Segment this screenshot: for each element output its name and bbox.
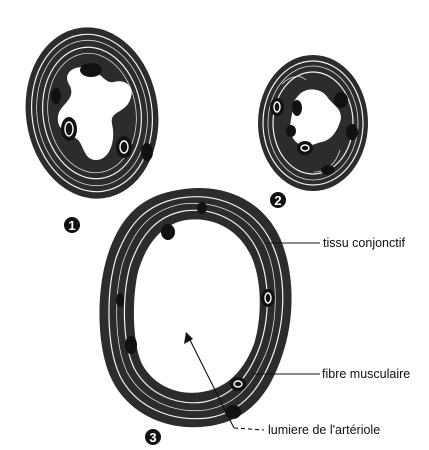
muscle-fiber-label: fibre musculaire [322, 367, 410, 381]
vessel-1-number: 1 [68, 218, 75, 233]
lumen-leader [234, 428, 264, 430]
vessel-2-nucleus [346, 124, 358, 140]
vessel-3-nucleus [197, 202, 207, 214]
vessel-3-nucleus [230, 377, 246, 391]
vessel-2-nucleus [321, 165, 335, 175]
vessel-3-lumen [134, 219, 260, 393]
vessel-3-number: 3 [149, 430, 156, 445]
annotation-connective-tissue: tissu conjonctif [266, 236, 406, 250]
vessel-1-nucleus [61, 117, 77, 141]
vessel-2-nucleus [297, 141, 313, 155]
vessel-2-number: 2 [274, 193, 281, 208]
vessel-3: 3 [99, 188, 291, 445]
vessel-2-nucleus [270, 98, 284, 116]
vessel-1-nucleus [51, 88, 61, 104]
connective-tissue-label: tissu conjonctif [323, 236, 406, 250]
lumen-label: lumiere de l'artériole [268, 423, 380, 437]
vessel-1-nucleus [141, 143, 153, 161]
vessel-3-nucleus [125, 336, 137, 354]
vessel-2-nucleus [286, 125, 296, 137]
vessel-3-nucleus [225, 405, 241, 419]
vessel-2-nucleus [334, 92, 348, 108]
vessel-1: 1 [15, 19, 170, 233]
vessel-2: 2 [258, 55, 368, 208]
vessel-3-nucleus [116, 293, 124, 307]
vessel-2-nucleus [292, 100, 302, 116]
vessel-1-nucleus [116, 136, 132, 158]
vessel-1-nucleus [80, 63, 102, 77]
vessel-3-nucleus [261, 289, 275, 307]
vessel-3-nucleus [161, 224, 175, 240]
